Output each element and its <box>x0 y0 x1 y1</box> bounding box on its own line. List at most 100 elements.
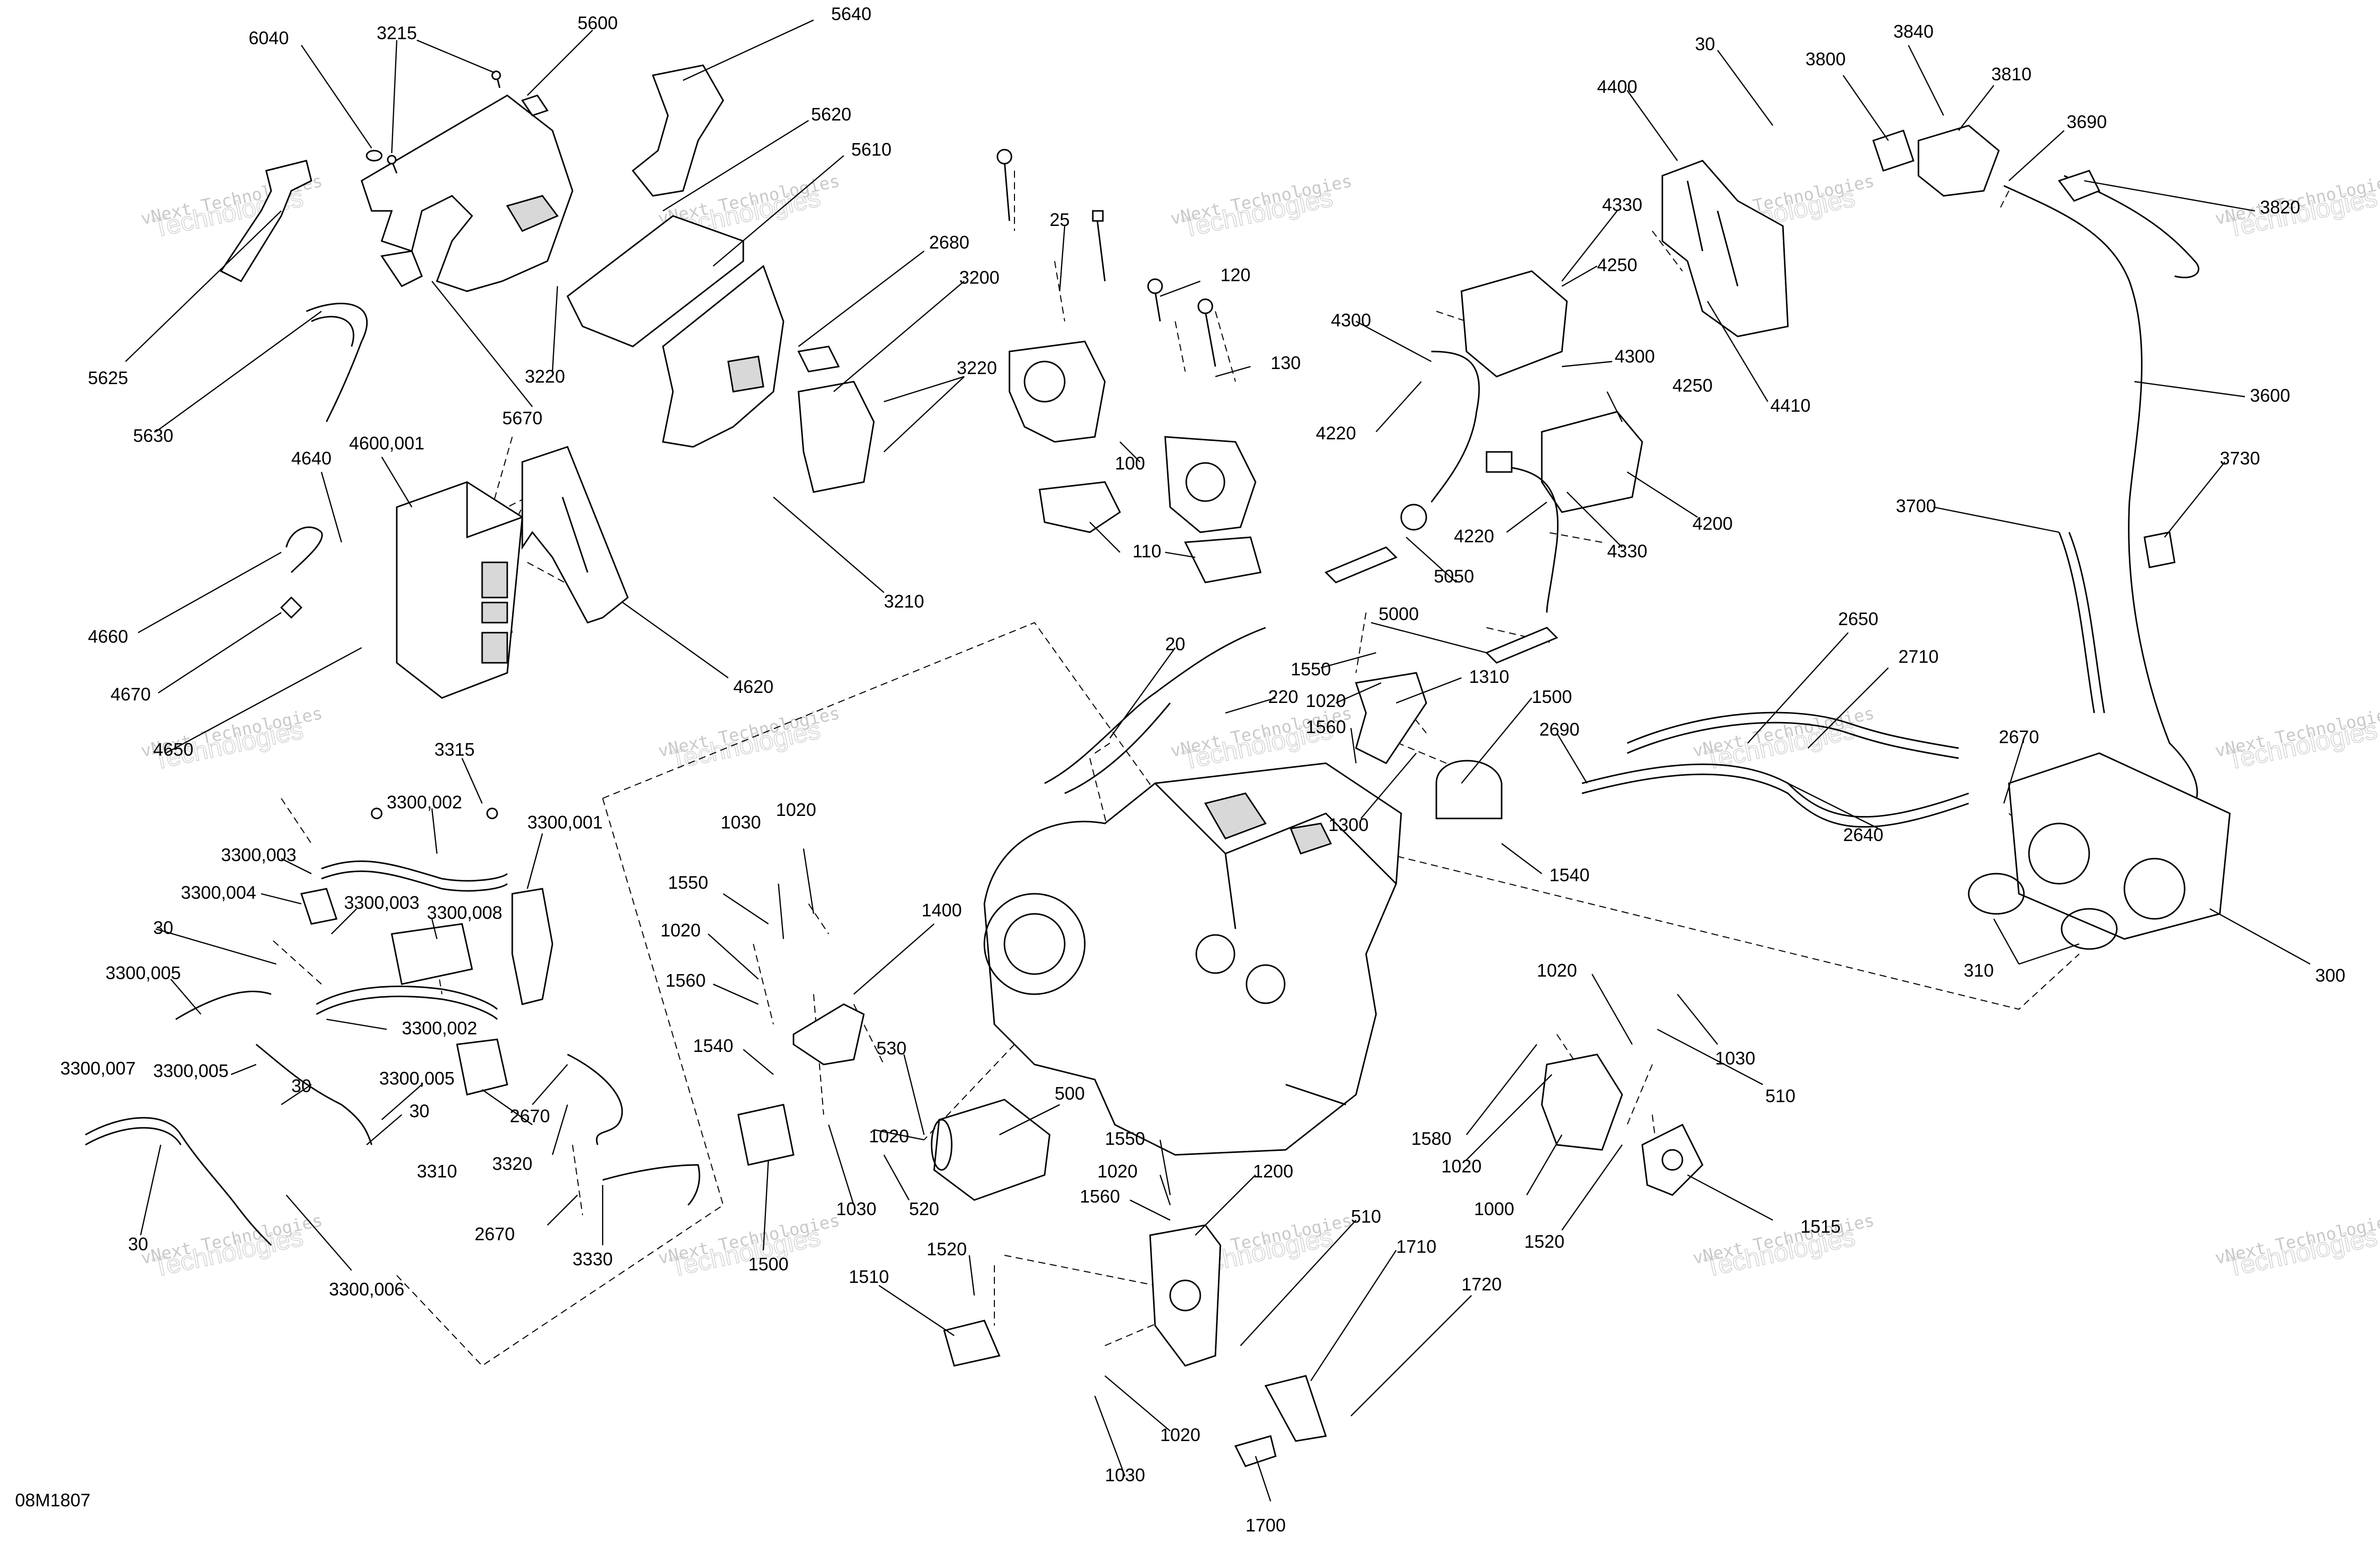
callout-220: 220 <box>1268 686 1298 707</box>
spark-plug-2 <box>1485 627 1558 664</box>
callout-30-left: 30 <box>153 917 173 938</box>
callout-1030-d: 1030 <box>1715 1048 1755 1069</box>
callout-3820: 3820 <box>2260 197 2300 217</box>
callout-3300-005-c: 3300,005 <box>379 1068 455 1089</box>
valve-3310 <box>456 1038 508 1096</box>
callout-4200: 4200 <box>1692 513 1733 534</box>
cap-3730 <box>2143 531 2176 568</box>
callout-1520-b: 1520 <box>1524 1231 1564 1252</box>
ignition-coil-2 <box>1164 436 1257 533</box>
bolt-long-1 <box>996 149 1012 221</box>
callout-1500: 1500 <box>1532 686 1572 707</box>
starter-motor <box>931 1099 1051 1201</box>
mount-1700 <box>1234 1435 1277 1467</box>
callout-2640: 2640 <box>1843 824 1883 845</box>
callout-30-b: 30 <box>291 1076 311 1096</box>
callout-25: 25 <box>1050 209 1070 230</box>
callout-1700: 1700 <box>1245 1515 1286 1535</box>
engine-mount-1200 <box>1149 1224 1221 1367</box>
harness-clip <box>280 526 323 619</box>
small-clip <box>380 250 423 287</box>
upper-panel <box>566 215 744 347</box>
callout-3330: 3330 <box>573 1249 613 1269</box>
engine-mount-1400 <box>792 1003 865 1065</box>
callout-4220: 4220 <box>1316 423 1356 443</box>
ecu-bracket <box>521 446 629 624</box>
damper-1500-left <box>737 1104 795 1166</box>
callout-3315: 3315 <box>434 739 475 760</box>
bracket-3300-008 <box>391 923 473 985</box>
washer-6040 <box>366 150 383 162</box>
callout-3300-006: 3300,006 <box>329 1279 404 1299</box>
left-side-cover <box>361 94 574 292</box>
callout-5000: 5000 <box>1379 604 1419 624</box>
oil-line-2650 <box>1627 711 1959 759</box>
callout-1020-c: 1020 <box>660 920 701 940</box>
callout-labels: 6040 3215 5600 5640 5620 5610 5625 5630 … <box>15 4 2345 1535</box>
callout-4330-b: 4330 <box>1607 541 1647 561</box>
callout-1020-e: 1020 <box>1097 1161 1138 1181</box>
callout-3300-002-b: 3300,002 <box>402 1018 477 1038</box>
bolt-long-4 <box>1197 298 1216 367</box>
relay-module <box>1541 411 1643 513</box>
callout-1550: 1550 <box>1291 659 1331 679</box>
callout-1030: 1030 <box>721 812 761 833</box>
callout-1200: 1200 <box>1253 1161 1293 1181</box>
gasket-1 <box>1039 481 1121 533</box>
callout-1720: 1720 <box>1461 1274 1502 1294</box>
callout-5600: 5600 <box>578 13 618 33</box>
callout-30-c: 30 <box>409 1101 429 1121</box>
engine-mount-1300 <box>1355 672 1427 764</box>
bolt-long-3 <box>1147 278 1163 322</box>
callout-3300-001: 3300,001 <box>527 812 603 833</box>
clamp-2 <box>2061 908 2118 950</box>
hose-3300-006 <box>85 1117 272 1246</box>
electrical-bracket <box>1661 160 1789 337</box>
callout-5610: 5610 <box>851 139 891 160</box>
ecu-module <box>396 481 523 699</box>
callout-1515: 1515 <box>1800 1216 1841 1237</box>
throttle-cable <box>2003 185 2198 804</box>
bolt-long-2 <box>1092 210 1106 282</box>
callout-4620: 4620 <box>733 676 773 697</box>
callout-1550-b: 1550 <box>668 872 708 893</box>
callout-500: 500 <box>1055 1083 1085 1104</box>
callout-4660: 4660 <box>88 626 128 647</box>
callout-3300-003: 3300,003 <box>221 845 296 865</box>
callout-1300: 1300 <box>1328 814 1369 835</box>
callout-1710: 1710 <box>1396 1236 1436 1257</box>
cable-housing-3700 <box>2058 532 2105 714</box>
callout-4250-b: 4250 <box>1672 375 1713 396</box>
callout-3800: 3800 <box>1805 49 1846 69</box>
callout-5620: 5620 <box>811 104 851 125</box>
hose-3300-005 <box>175 991 373 1145</box>
callout-2710: 2710 <box>1898 646 1939 667</box>
callout-1020: 1020 <box>1306 690 1346 711</box>
mount-1515 <box>1641 1123 1704 1196</box>
callout-3210: 3210 <box>884 591 924 612</box>
callout-530: 530 <box>876 1038 906 1058</box>
callout-1030-b: 1030 <box>836 1199 876 1219</box>
callout-1560-c: 1560 <box>1080 1186 1120 1207</box>
mount-1000 <box>1541 1053 1623 1151</box>
callout-1020-h: 1020 <box>1441 1156 1482 1176</box>
callout-3300-004: 3300,004 <box>181 882 256 903</box>
callout-4330: 4330 <box>1602 194 1642 215</box>
callout-3730: 3730 <box>2220 448 2260 468</box>
callout-3220: 3220 <box>525 366 565 387</box>
callout-4670: 4670 <box>110 684 151 704</box>
callout-1560-b: 1560 <box>665 970 706 991</box>
callout-5630: 5630 <box>133 425 173 446</box>
callout-4600-001: 4600,001 <box>349 433 424 453</box>
ignition-coil-1 <box>1008 340 1106 443</box>
callout-3690: 3690 <box>2067 111 2107 132</box>
throttle-body <box>2008 752 2231 940</box>
callout-3700: 3700 <box>1896 496 1936 516</box>
foam-pad <box>219 160 312 282</box>
regulator-module <box>1460 270 1568 378</box>
callout-2680: 2680 <box>929 232 969 253</box>
mount-pad-1510 <box>943 1320 1001 1367</box>
